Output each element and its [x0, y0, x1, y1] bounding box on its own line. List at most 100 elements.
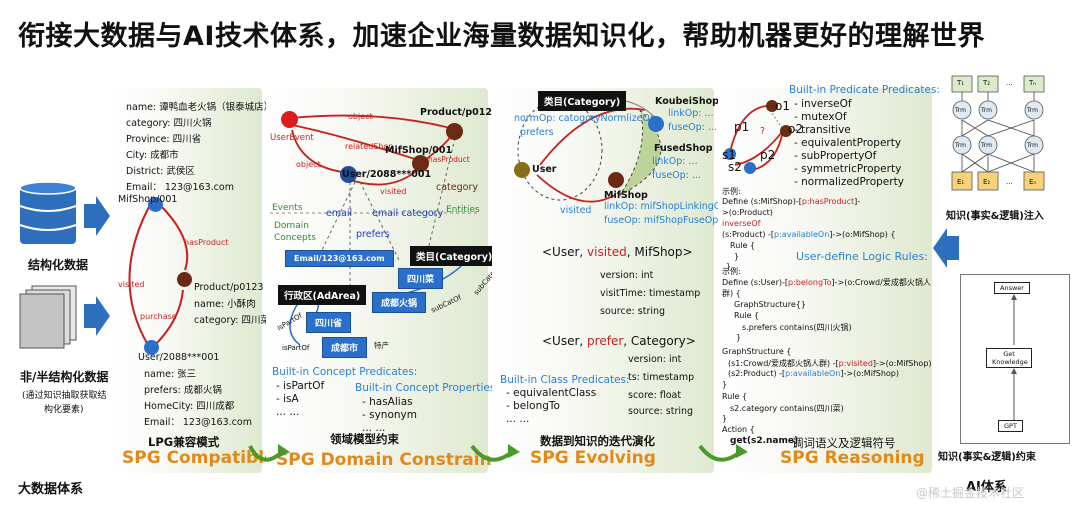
bcprop-item: ... ... — [362, 422, 386, 434]
fusedshop-label: FusedShop — [654, 143, 713, 154]
gpt-box: GPT — [998, 420, 1023, 432]
product-label: Product/p0123 — [420, 107, 499, 118]
transformer-diagram — [951, 75, 1045, 191]
token-label: ... — [1006, 79, 1013, 87]
arrow-right-icon — [84, 296, 110, 336]
bcprop-title: Built-in Concept Properties: — [355, 382, 499, 394]
bclass-item: - equivalentClass — [506, 387, 597, 399]
koubeishop-label: KoubeiShop — [655, 96, 719, 107]
code-line: Rule { — [730, 241, 756, 250]
code-line: 群) { — [722, 289, 741, 298]
bcp-title: Built-in Concept Predicates: — [272, 366, 418, 378]
knowledge-inject-label: 知识(事实&逻辑)注入 — [946, 211, 1044, 222]
code-line: inverseOf — [722, 219, 761, 228]
trm-label: Trm — [955, 142, 966, 149]
mifshop-node — [148, 197, 163, 212]
normop-label: normOp: catogoryNormlizeOp — [514, 113, 657, 124]
o1-node — [766, 100, 778, 112]
spg-compatible: SPG Compatible — [122, 448, 276, 468]
bip-title: Built-in Predicate Predicates: — [789, 84, 940, 96]
code-line: GraphStructure { — [722, 347, 792, 356]
fuseop: fuseOp: mifShopFuseOp — [604, 215, 719, 226]
token-label: T₂ — [983, 79, 991, 87]
edge-ispartof: isPartOf — [282, 344, 310, 352]
embedding-label: ... — [1006, 178, 1013, 186]
panel-evolving — [492, 88, 714, 473]
mifshop-node — [608, 172, 624, 188]
panel1-caption: LPG兼容模式 — [148, 435, 220, 449]
panel-reasoning — [718, 88, 932, 473]
shop-city: City: 成都市 — [126, 150, 179, 161]
edge-prefers: prefers — [356, 229, 390, 240]
bip-item: - equivalentProperty — [794, 137, 902, 149]
user-homecity: HomeCity: 四川成都 — [144, 401, 235, 412]
mifshop-label: MifShop/001 — [385, 145, 453, 156]
answer-box: Answer — [994, 282, 1030, 294]
sichuansheng-box: 四川省 — [306, 312, 352, 333]
edge-hasproduct: hasProduct — [184, 238, 229, 247]
bip-item: - inverseOf — [794, 98, 852, 110]
udl-title: User-define Logic Rules: — [796, 250, 928, 263]
concepts-label: Concepts — [274, 233, 316, 243]
shop-district: District: 武侯区 — [126, 166, 195, 177]
documents-icon — [19, 285, 77, 349]
shop-province: Province: 四川省 — [126, 134, 202, 145]
shop-name: name: 谭鸭血老火锅（银泰城店） — [126, 102, 274, 113]
trm-label: Trm — [981, 142, 992, 149]
semi-structured-label: 非/半结构化数据 — [20, 370, 109, 384]
code-line: } — [734, 252, 740, 261]
domain-label: Domain — [274, 221, 309, 231]
example-label: 示例: — [722, 267, 741, 276]
panel4-caption: 调词语义及逻辑符号 — [792, 436, 896, 450]
edge-object: object — [296, 160, 321, 169]
t1-source: source: string — [600, 306, 666, 317]
linkop: linkOp: mifShopLinkingOp — [604, 201, 728, 212]
bclass-item: ... ... — [506, 413, 530, 425]
edge-email-category: email category — [372, 208, 444, 219]
category-box: 类目(Category) — [410, 246, 499, 266]
arrow-left-icon — [933, 228, 959, 268]
semi-note: (通过知识抽取获取结 — [22, 391, 107, 401]
trm-label: Trm — [1027, 142, 1038, 149]
bcprop-item: - hasAlias — [362, 396, 413, 408]
user-label: User/2088***001 — [342, 169, 432, 180]
code-line: (s2:Product) -[p:availableOn]->(o:MifSho… — [728, 369, 899, 378]
code-line: } — [722, 380, 728, 389]
code-line: (s:Product) -[p:availableOn]->(o:MifShop… — [722, 230, 896, 239]
userevent-label: UserEvent — [270, 133, 314, 143]
fuseop: fuseOp: ... — [652, 170, 701, 181]
bip-item: - symmetricProperty — [794, 163, 902, 175]
code-line: s2.category contains(四川菜) — [730, 404, 844, 413]
edge-hasproduct: hasProduct — [428, 155, 470, 164]
edge-object: object — [348, 112, 373, 121]
t2-source: source: string — [628, 406, 694, 417]
code-line: } — [722, 414, 728, 423]
bip-item: - normalizedProperty — [794, 176, 904, 188]
t2-ts: ts: timestamp — [628, 372, 695, 383]
chengdu-hotpot-box: 成都火锅 — [372, 292, 427, 313]
triple-visited: <User, visited, MifShop> — [542, 245, 693, 259]
code-line: s.prefers contains(四川火锅) — [742, 323, 852, 332]
mifshop-label: MifShop/001 — [118, 194, 178, 205]
bigdata-label: 大数据体系 — [18, 482, 84, 497]
edge-category: category — [436, 182, 478, 193]
edge-visited: visited — [560, 205, 592, 216]
sichuancai-box: 四川菜 — [398, 268, 444, 289]
linkop: linkOp: ... — [652, 156, 698, 167]
mifshop-label: MifShop — [604, 190, 648, 201]
page-title: 衔接大数据与AI技术体系，加速企业海量数据知识化，帮助机器更好的理解世界 — [18, 21, 985, 52]
category-box: 类目(Category) — [538, 91, 627, 111]
structured-data-label: 结构化数据 — [28, 258, 89, 272]
embedding-label: E₁ — [957, 178, 965, 186]
p1-label: p1 — [734, 120, 750, 134]
spg-evolving: SPG Evolving — [530, 448, 656, 468]
shop-category: category: 四川火锅 — [126, 118, 212, 129]
code-line: Rule { — [734, 311, 760, 320]
user-label: User — [532, 164, 557, 175]
s1-label: s1 — [722, 148, 736, 162]
spg-domain-constraints: SPG Domain Constraints — [276, 450, 510, 470]
fuseop: fuseOp: ... — [668, 122, 717, 133]
